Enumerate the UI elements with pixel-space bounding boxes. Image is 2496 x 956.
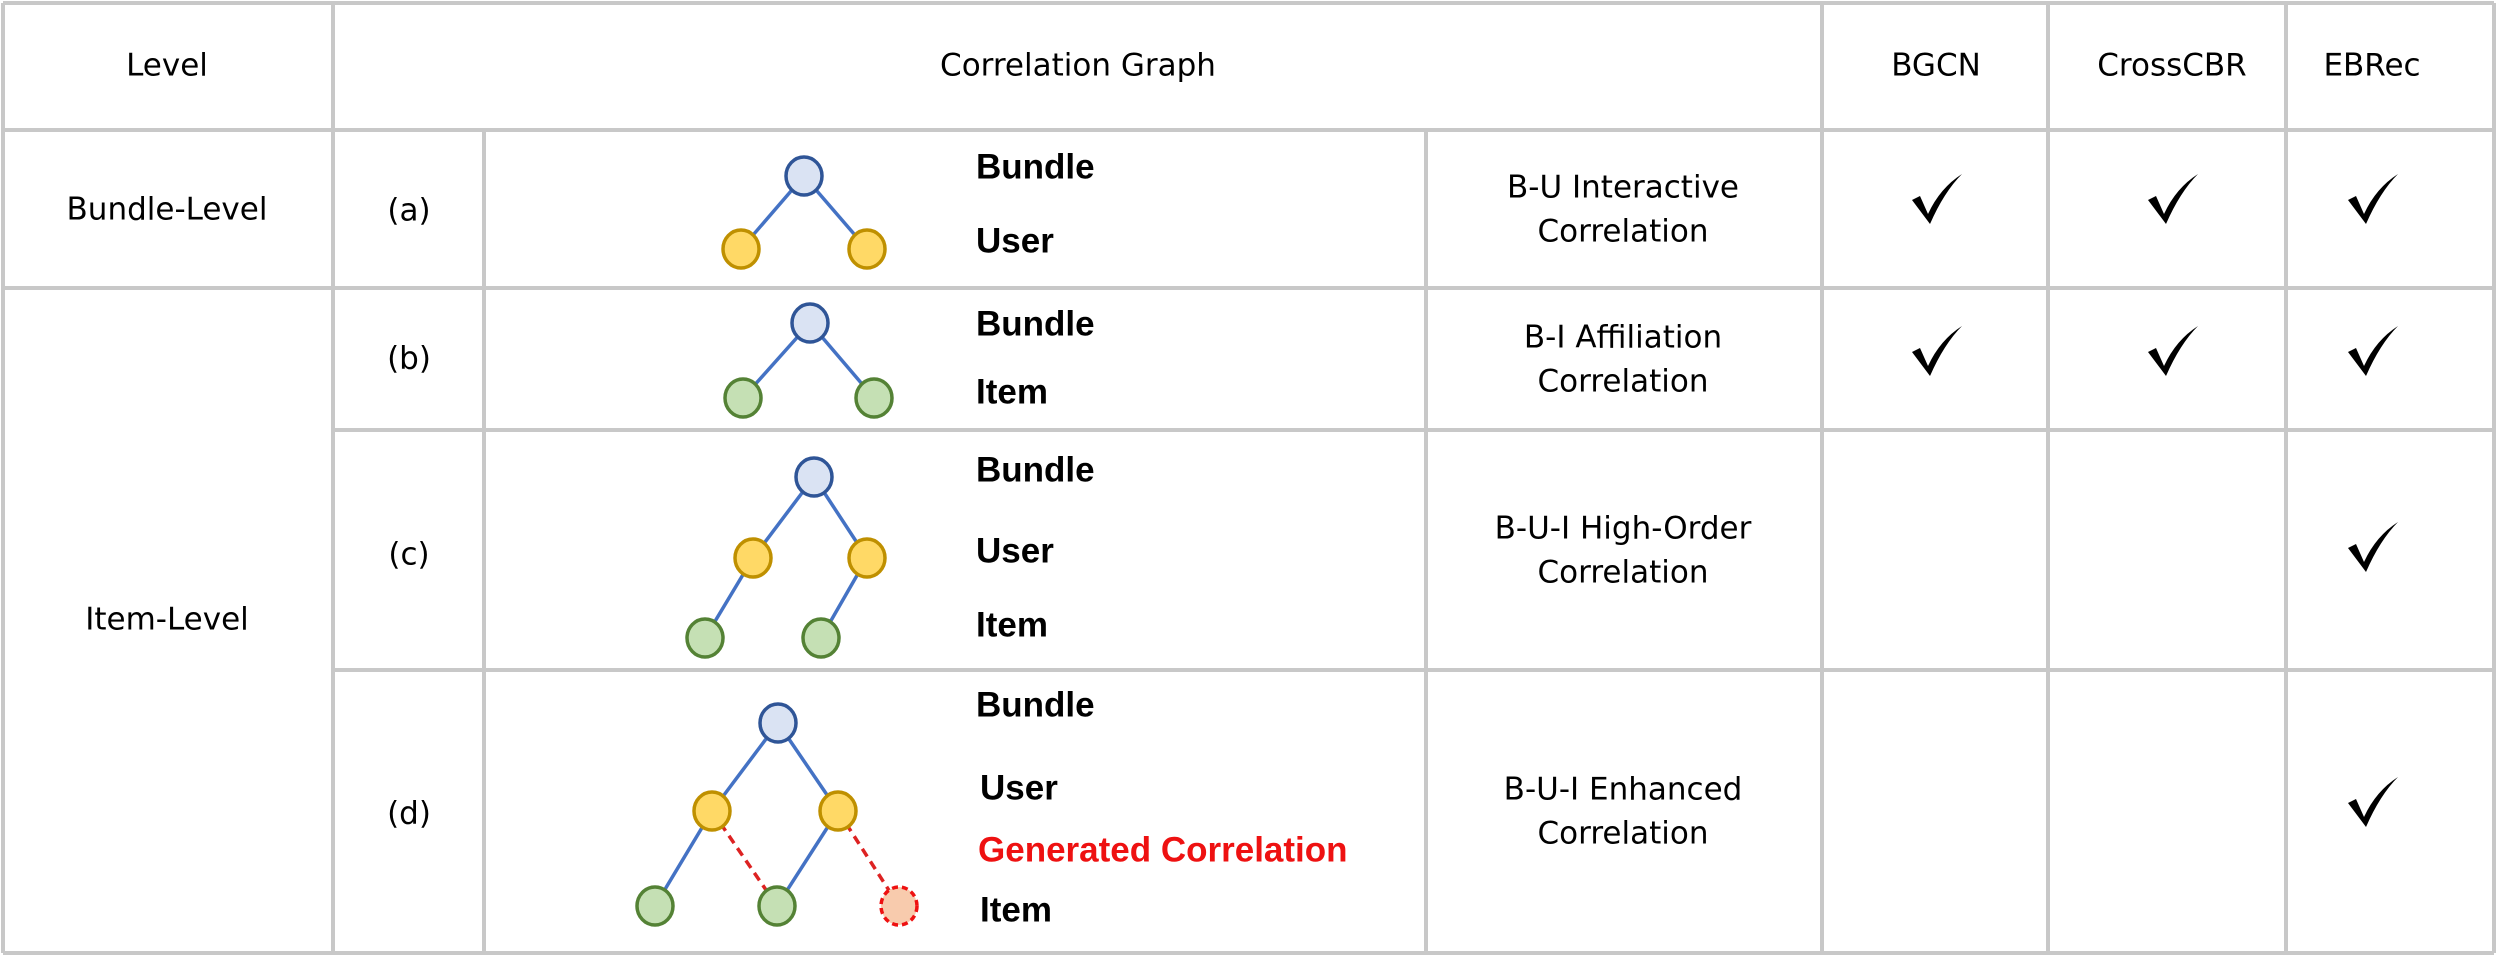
- correlation-name: Correlation: [1537, 815, 1709, 852]
- node-label-item: Item: [976, 372, 1048, 412]
- item-node: [757, 885, 797, 927]
- node-label-bundle: Bundle: [976, 147, 1095, 187]
- header-crosscbr: CrossCBR: [2097, 47, 2247, 84]
- checkmark-icon: [2148, 174, 2198, 224]
- generated-correlation-label: Generated Correlation: [978, 830, 1348, 870]
- item-node: [685, 617, 725, 659]
- user-node: [847, 537, 887, 579]
- correlation-name: B-U-I Enhanced: [1503, 771, 1743, 808]
- checkmark-icon: [2348, 326, 2398, 376]
- node-label-bundle: Bundle: [976, 450, 1095, 490]
- bundle-node: [758, 702, 798, 744]
- level-item: Item-Level: [85, 601, 249, 638]
- node-label-item: Item: [980, 890, 1052, 930]
- correlation-name: Correlation: [1537, 554, 1709, 591]
- correlation-name: B-U Interactive: [1507, 169, 1739, 206]
- checkmark-icon: [2348, 174, 2398, 224]
- node-label-user: User: [976, 531, 1054, 571]
- node-label-item: Item: [976, 605, 1048, 645]
- correlation-name: Correlation: [1537, 363, 1709, 400]
- checkmark-icon: [1912, 174, 1962, 224]
- item-node: [854, 377, 894, 419]
- row-id: (d): [387, 795, 431, 832]
- user-node: [818, 790, 858, 832]
- graph-d: [635, 702, 919, 927]
- graph-a: [721, 155, 887, 270]
- correlation-name: B-I Affiliation: [1523, 319, 1723, 356]
- checkmark-icon: [1912, 326, 1962, 376]
- row-id: (a): [387, 192, 431, 229]
- checkmark-icon: [2348, 522, 2398, 572]
- bundle-node: [790, 302, 830, 344]
- correlation-name: B-U-I High-Order: [1494, 510, 1752, 547]
- generated-item-node: [879, 885, 919, 927]
- user-node: [733, 537, 773, 579]
- header-bgcn: BGCN: [1891, 47, 1981, 84]
- item-node: [635, 885, 675, 927]
- node-label-user: User: [980, 768, 1058, 808]
- user-node: [721, 228, 761, 270]
- row-id: (c): [388, 536, 430, 573]
- correlation-name: Correlation: [1537, 213, 1709, 250]
- row-id: (b): [387, 340, 431, 377]
- header-correlation-graph: Correlation Graph: [940, 47, 1216, 84]
- bundle-node: [794, 456, 834, 498]
- item-node: [723, 377, 763, 419]
- header-ebrec: EBRec: [2323, 47, 2421, 84]
- node-label-user: User: [976, 221, 1054, 261]
- item-node: [801, 617, 841, 659]
- graph-c: [685, 456, 887, 659]
- level-bundle: Bundle-Level: [66, 191, 268, 228]
- checkmark-icon: [2148, 326, 2198, 376]
- user-node: [692, 790, 732, 832]
- bundle-node: [784, 155, 824, 197]
- node-label-bundle: Bundle: [976, 685, 1095, 725]
- header-level: Level: [126, 47, 208, 84]
- graph-b: [723, 302, 894, 419]
- user-node: [847, 228, 887, 270]
- node-label-bundle: Bundle: [976, 304, 1095, 344]
- checkmark-icon: [2348, 777, 2398, 827]
